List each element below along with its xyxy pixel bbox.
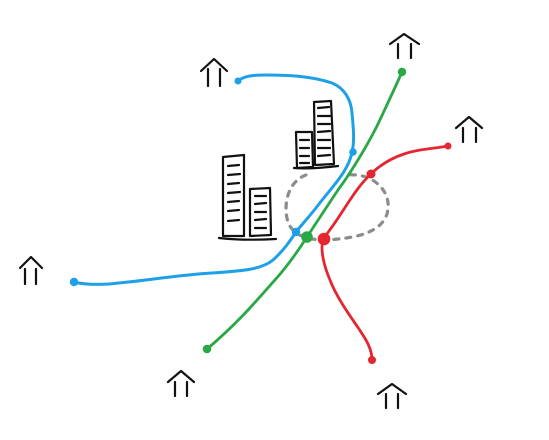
green-end-node[interactable] [202, 344, 212, 354]
building-icon-right-short [294, 130, 315, 170]
house-icon-left [18, 255, 44, 286]
blue-end-node[interactable] [69, 277, 79, 287]
house-icon-bottom-left [166, 369, 196, 398]
red-end-node[interactable] [368, 356, 376, 364]
blue-transfer-node[interactable] [349, 148, 357, 156]
building-base-right [292, 164, 340, 170]
house-icon-top-right [388, 32, 421, 60]
gray-loop-route [284, 173, 390, 242]
route-nodes [69, 67, 452, 364]
house-icon-bottom-right [376, 382, 408, 410]
red-route [320, 144, 450, 362]
red-upper-transfer-node[interactable] [366, 169, 376, 179]
green-transfer-node[interactable] [301, 231, 313, 243]
house-icon-right [454, 115, 484, 144]
building-icon-left-tall [221, 153, 246, 238]
green-start-node[interactable] [397, 67, 407, 77]
city-buildings [217, 99, 340, 241]
red-start-node[interactable] [444, 142, 452, 150]
red-transfer-node[interactable] [317, 232, 331, 246]
green-route [205, 70, 404, 351]
blue-lower-transfer-node[interactable] [291, 227, 301, 237]
building-icon-left-short [248, 186, 273, 238]
building-icon-right-tall [312, 99, 336, 167]
building-base-left [217, 236, 278, 241]
blue-start-node[interactable] [234, 77, 242, 85]
blue-route [71, 73, 356, 286]
house-icon-top-left [199, 57, 229, 88]
